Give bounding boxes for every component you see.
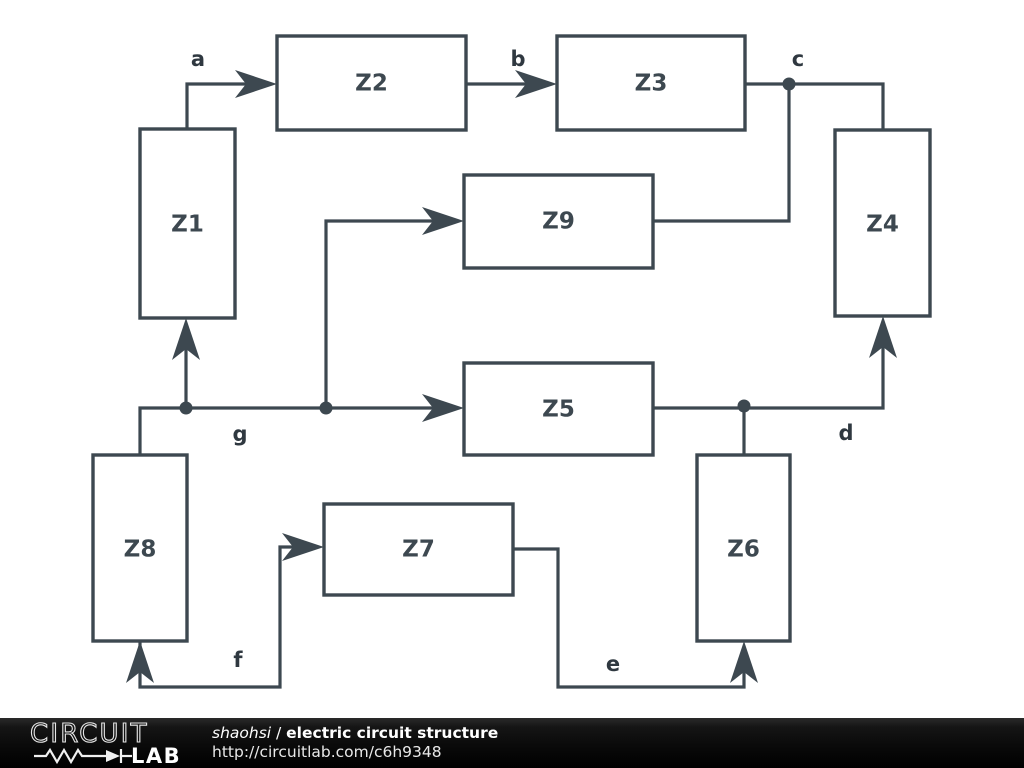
net-label-d: d [838,421,853,445]
net-label-f: f [233,648,243,672]
junction-dot-g2[interactable] [319,401,333,415]
footer-url[interactable]: http://circuitlab.com/c6h9348 [212,742,442,761]
arrow-into-z5 [422,394,464,422]
circuitlab-footer: CIRCUIT LAB shaohsi / electric circuit s… [0,718,1024,768]
wire-z1-top-to-z2-left[interactable] [185,82,248,131]
net-label-e: e [606,652,620,676]
footer-project-line: shaohsi / electric circuit structure [212,724,498,743]
footer-separator: / [271,724,287,742]
wire-node-g-to-z9-left[interactable] [324,219,436,410]
wire-z7-right-to-z6-bottom[interactable] [511,547,746,689]
arrow-into-z1 [172,318,200,360]
block-z7-body[interactable] [322,502,515,597]
block-z4-label: Z4 [866,212,899,238]
block-z1-body[interactable] [138,127,237,320]
block-z3[interactable]: Z3 [555,34,747,132]
arrowhead-layer [126,70,897,683]
block-z9-label: Z9 [542,209,575,235]
arrow-into-z7 [282,533,324,561]
wire-node-d-to-z4-bottom[interactable] [742,336,885,410]
arrow-into-z9 [422,207,464,235]
wire-node-g-to-z8-top[interactable] [138,406,188,457]
arrow-into-z8 [126,641,154,683]
net-label-b: b [510,47,525,71]
block-z2-label: Z2 [355,71,388,97]
block-z4[interactable]: Z4 [833,128,932,318]
block-z1-label: Z1 [171,212,204,238]
block-z2-body[interactable] [275,34,468,132]
block-z3-label: Z3 [635,71,668,97]
block-z9[interactable]: Z9 [462,173,655,270]
wire-node-c-to-z9-right[interactable] [651,82,791,223]
junction-dot-g1[interactable] [179,401,193,415]
block-z1[interactable]: Z1 [138,127,237,320]
footer-text-block: shaohsi / electric circuit structure htt… [212,724,498,762]
logo-lab-text: LAB [131,744,181,766]
junction-dot-d[interactable] [737,399,751,413]
arrow-into-z3 [515,70,557,98]
block-z3-body[interactable] [555,34,747,132]
block-z5[interactable]: Z5 [462,361,655,457]
block-z5-body[interactable] [462,361,655,457]
circuit-schematic: Z1 Z2 Z3 Z4 Z5 Z6 [91,34,932,689]
block-z4-body[interactable] [833,128,932,318]
junction-dot-c[interactable] [782,77,796,91]
footer-author[interactable]: shaohsi [212,724,272,742]
schematic-canvas: Z1 Z2 Z3 Z4 Z5 Z6 [91,34,932,689]
net-label-c: c [792,47,804,71]
arrow-into-z2 [235,70,277,98]
net-label-a: a [191,47,205,71]
block-z6-body[interactable] [695,453,792,643]
junction-layer [179,77,796,415]
block-z9-body[interactable] [462,173,655,270]
wire-node-c-to-z4-top[interactable] [787,82,885,132]
arrow-into-z4 [869,316,897,358]
net-label-layer: a b c d e f g [191,47,854,676]
block-z7[interactable]: Z7 [322,502,515,597]
footer-project-title: electric circuit structure [286,724,499,742]
block-z8-label: Z8 [124,537,157,563]
logo-circuit-text: CIRCUIT [30,720,149,749]
block-z8-body[interactable] [91,453,189,643]
block-layer: Z1 Z2 Z3 Z4 Z5 Z6 [91,34,932,643]
resistor-diode-icon [34,747,132,765]
arrow-into-z6 [730,641,758,683]
block-z2[interactable]: Z2 [275,34,468,132]
block-z8[interactable]: Z8 [91,453,189,643]
block-z5-label: Z5 [542,397,575,423]
net-label-g: g [232,422,247,446]
block-z6[interactable]: Z6 [695,453,792,643]
circuitlab-logo[interactable]: CIRCUIT LAB [28,720,198,766]
block-z6-label: Z6 [727,537,760,563]
block-z7-label: Z7 [402,537,435,563]
circuitlab-logo-graphic: CIRCUIT LAB [29,720,181,766]
